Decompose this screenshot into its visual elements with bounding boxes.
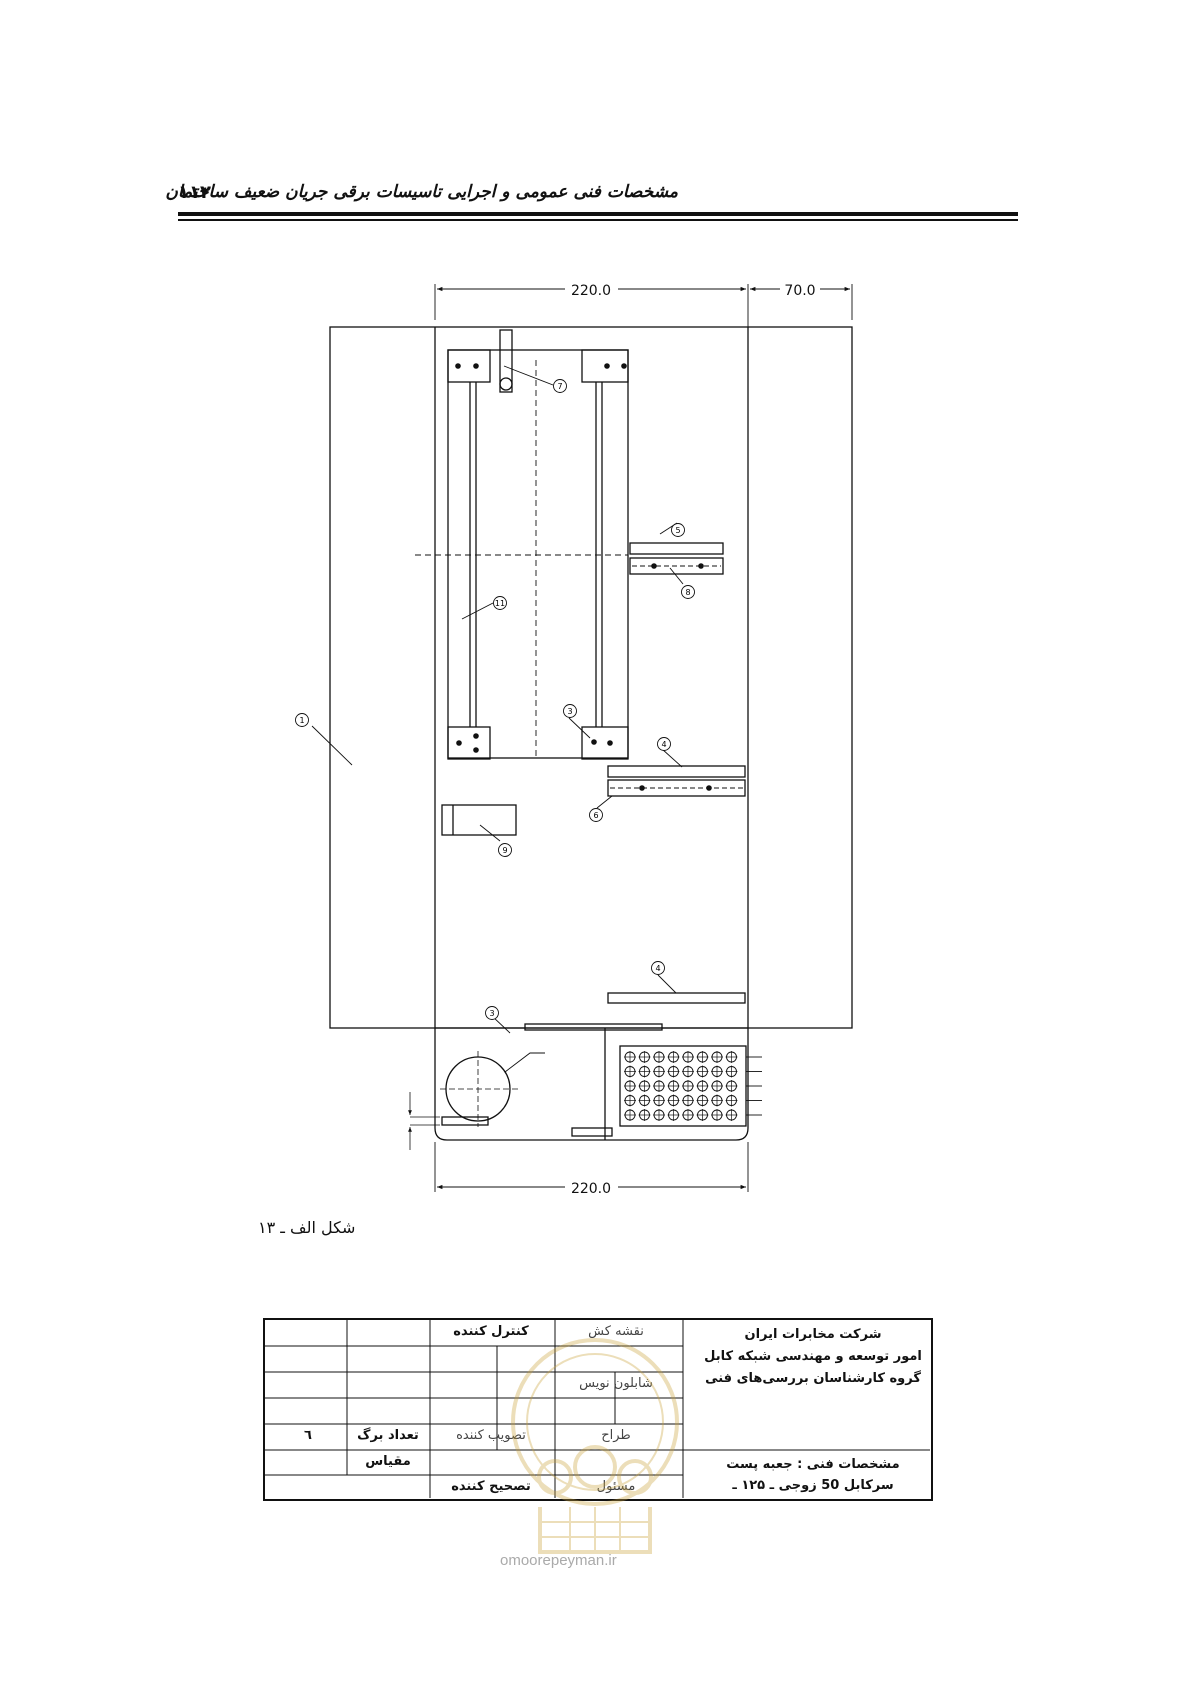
title-block: شرکت مخابرات ایران امور توسعه و مهندسی ش…	[263, 1318, 933, 1501]
callout-label-7: 7	[557, 382, 562, 391]
ground-bolt	[499, 377, 513, 391]
bolt-dot	[455, 363, 461, 369]
callout-circle-8	[681, 585, 695, 599]
label-corrector: تصحیح کننده	[451, 1479, 531, 1494]
dim-top-label: 220.0	[571, 283, 611, 299]
group-name: گروه کارشناسان بررسی‌های فنی	[705, 1371, 921, 1386]
bracket-tl	[447, 349, 491, 383]
department-name: امور توسعه و مهندسی شبکه کابل	[704, 1349, 922, 1364]
bracket-br	[581, 726, 629, 760]
strip-5	[629, 542, 724, 555]
callout-label-1: 1	[299, 716, 304, 725]
dim-side-label: 70.0	[784, 283, 815, 299]
label-scale: مقیاس	[365, 1454, 411, 1469]
spec-line-2: سرکابل 50 زوجی ـ ۱۲۵ ـ	[732, 1478, 894, 1493]
bolt-dots	[455, 363, 712, 791]
watermark-seal-icon	[511, 1338, 679, 1554]
figure-caption: شکل الف ـ ۱۳	[258, 1218, 356, 1237]
strip-4	[607, 765, 746, 778]
header-rule-thick	[178, 212, 1018, 216]
header-rule-thin	[178, 219, 1018, 221]
callout-circle-1	[295, 713, 309, 727]
bolt-dot	[591, 739, 597, 745]
outer-door-panel	[329, 326, 853, 1029]
callout-label-5: 5	[675, 526, 680, 535]
label-responsible: مسئول	[596, 1479, 636, 1494]
callout-label-6: 6	[593, 811, 598, 820]
callout-circle-5	[671, 523, 685, 537]
label-approver: تصویب کننده	[456, 1428, 526, 1443]
company-name: شرکت مخابرات ایران	[744, 1327, 882, 1342]
strip-8	[629, 557, 724, 575]
callout-label-8: 8	[685, 588, 690, 597]
callout-circle-11	[493, 596, 507, 610]
callout-label-3: 3	[489, 1009, 494, 1018]
bolt-dot	[706, 785, 712, 791]
callout-circle-9	[498, 843, 512, 857]
bolt-dot	[473, 747, 479, 753]
header-title: مشخصات فنی عمومی و اجرایی تاسیسات برقی ج…	[165, 182, 678, 202]
callout-label-4: 4	[661, 740, 666, 749]
mounting-frame	[447, 349, 629, 759]
sheet-count-value: ٦	[304, 1428, 312, 1443]
bolt-dot	[473, 733, 479, 739]
box-body	[434, 327, 749, 1141]
page-header: مشخصات فنی عمومی و اجرایی تاسیسات برقی ج…	[165, 176, 1018, 224]
bolt-dot	[639, 785, 645, 791]
callout-circle-3	[563, 704, 577, 718]
dim-bottom-label: 220.0	[571, 1181, 611, 1197]
cable-clamp	[441, 1116, 489, 1126]
ground-bar	[499, 329, 513, 393]
bolt-dot	[698, 563, 704, 569]
spec-line-1: مشخصات فنی : جعبه پست	[726, 1457, 900, 1472]
callout-circle-6	[589, 808, 603, 822]
callout-label-4: 4	[655, 964, 660, 973]
part-9	[441, 804, 517, 836]
bolt-dot	[456, 740, 462, 746]
bolt-dot	[607, 740, 613, 746]
callout-label-11: 11	[495, 599, 505, 608]
title-block-grid	[265, 1320, 930, 1498]
terminal-grid	[624, 1051, 762, 1121]
label-tracer: شابلون نویس	[579, 1376, 653, 1391]
label-designer: طراح	[601, 1428, 631, 1443]
hinge-strip	[524, 1023, 663, 1031]
label-draftsman: نقشه کش	[588, 1324, 644, 1339]
callout-circle-7	[553, 379, 567, 393]
callout-circle-4	[651, 961, 665, 975]
callout-circle-3	[485, 1006, 499, 1020]
bracket-bl	[447, 726, 491, 760]
bolt-dot	[621, 363, 627, 369]
callout-label-9: 9	[502, 846, 507, 855]
bolt-dot	[651, 563, 657, 569]
label-sheet-count: تعداد برگ	[357, 1428, 419, 1443]
page-number: ۱۱۲	[178, 182, 211, 203]
callout-label-3: 3	[567, 707, 572, 716]
strip-4-lower	[607, 992, 746, 1004]
bolt-dot	[473, 363, 479, 369]
callout-circle-4	[657, 737, 671, 751]
bolt-dot	[604, 363, 610, 369]
bracket-tr	[581, 349, 629, 383]
strip-6	[607, 779, 746, 797]
watermark-site: omoorepeyman.ir	[500, 1552, 617, 1569]
label-checker: کنترل کننده	[453, 1324, 529, 1339]
